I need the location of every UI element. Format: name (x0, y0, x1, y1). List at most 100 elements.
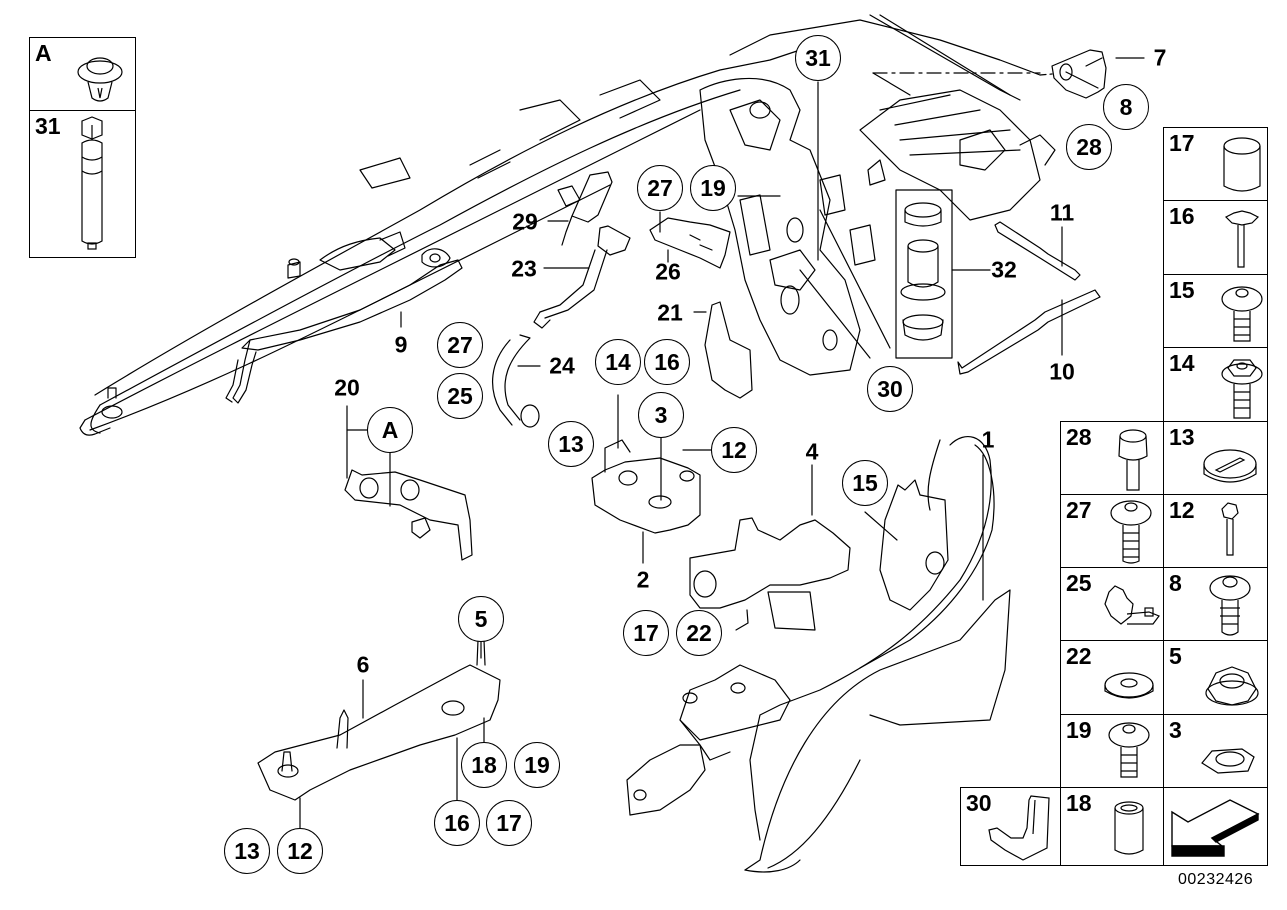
cap-icon (1203, 449, 1257, 483)
legend-cell-14: 14 (1163, 347, 1268, 422)
callout-circle-27: 27 (637, 165, 683, 211)
part-24-hose (492, 334, 541, 428)
legend-label: 12 (1169, 497, 1195, 523)
callout-9: 9 (394, 331, 408, 358)
callout-circle-13: 13 (548, 421, 594, 467)
callout-circle-19: 19 (690, 165, 736, 211)
callout-circle-15: 15 (842, 460, 888, 506)
legend-label: 8 (1169, 570, 1182, 596)
callout-circle-13b: 13 (224, 828, 270, 874)
callout-circle-8: 8 (1103, 84, 1149, 130)
legend-cell-30: 30 (960, 787, 1061, 866)
legend-cell-13: 13 (1163, 421, 1268, 495)
legend-cell-31: 31 (29, 110, 136, 258)
callout-4: 4 (805, 438, 819, 465)
leader-lines (737, 81, 819, 261)
legend-label: 18 (1066, 790, 1092, 816)
legend-cell-A: A (29, 37, 136, 111)
callout-7: 7 (1153, 44, 1167, 71)
part-11-strut (994, 221, 1081, 281)
callout-24: 24 (549, 352, 575, 379)
legend-cell-8: 8 (1163, 567, 1268, 641)
legend-cell-arrow (1163, 787, 1268, 866)
callout-circle-5: 5 (458, 596, 504, 642)
callout-circle-14: 14 (595, 339, 641, 385)
legend-cell-12: 12 (1163, 494, 1268, 568)
part-7-bracket (1051, 49, 1145, 99)
callout-23: 23 (511, 255, 537, 282)
screw-clip-icon (1224, 210, 1260, 268)
legend-label: 19 (1066, 717, 1092, 743)
legend-cell-25: 25 (1060, 567, 1164, 641)
callout-circle-3: 3 (638, 392, 684, 438)
legend-cell-17: 17 (1163, 127, 1268, 201)
callout-10: 10 (1049, 358, 1075, 385)
callout-circle-27b: 27 (437, 322, 483, 368)
callout-21: 21 (657, 299, 683, 326)
callout-6: 6 (356, 651, 370, 678)
callout-circle-16b: 16 (434, 800, 480, 846)
callout-20: 20 (334, 374, 360, 401)
callout-11: 11 (1049, 199, 1075, 226)
callout-2: 2 (636, 566, 650, 593)
callout-circle-12b: 12 (277, 828, 323, 874)
fillister-screw-icon (1221, 286, 1263, 342)
part-9-arm (225, 248, 463, 404)
spacer-sleeve-icon (1223, 137, 1261, 192)
legend-cell-22: 22 (1060, 640, 1164, 715)
hex-nut-collar-icon (1205, 666, 1259, 706)
callout-32: 32 (991, 256, 1017, 283)
bracket-clip-icon (988, 795, 1050, 861)
stud-icon (1118, 429, 1148, 491)
part-23-hose (533, 225, 631, 329)
legend-label: 14 (1169, 350, 1195, 376)
document-number: 00232426 (1178, 871, 1254, 888)
part-6-plate (257, 629, 501, 831)
callout-circle-30: 30 (867, 366, 913, 412)
part-26-bracket (649, 211, 731, 269)
callout-circle-31: 31 (795, 35, 841, 81)
legend-label: 3 (1169, 717, 1182, 743)
washer-icon (1104, 672, 1154, 699)
part-20-bracket (344, 405, 473, 561)
hex-nut-icon (1201, 748, 1255, 774)
hex-flange-bolt-icon (1221, 359, 1263, 419)
legend-label: 27 (1066, 497, 1092, 523)
callout-circle-12: 12 (711, 427, 757, 473)
hex-bolt-icon (1221, 502, 1239, 556)
callout-circle-25: 25 (437, 373, 483, 419)
clip-rivet-icon (77, 57, 123, 102)
part-1-frame (626, 436, 1011, 873)
callout-circle-A: A (367, 407, 413, 453)
callout-29: 29 (512, 208, 538, 235)
cable-holder-icon (1104, 585, 1160, 625)
part-10-strut (957, 289, 1101, 375)
direction-arrow-icon (1171, 799, 1260, 857)
legend-cell-16: 16 (1163, 200, 1268, 275)
callout-circle-19b: 19 (514, 742, 560, 788)
part-4-latch (689, 464, 851, 631)
legend-label: 16 (1169, 203, 1195, 229)
legend-label: 25 (1066, 570, 1092, 596)
part-29-sensor (547, 171, 613, 246)
callout-circle-17b: 17 (486, 800, 532, 846)
legend-cell-5: 5 (1163, 640, 1268, 715)
tapping-screw-icon (1209, 575, 1251, 636)
legend-cell-15: 15 (1163, 274, 1268, 348)
legend-cell-28: 28 (1060, 421, 1164, 495)
fillister-screw-icon (1110, 500, 1152, 564)
main-mechanism (699, 14, 1056, 376)
callout-circle-16: 16 (644, 339, 690, 385)
callout-circle-28: 28 (1066, 124, 1112, 170)
legend-label: 28 (1066, 424, 1092, 450)
legend-cell-18: 18 (1060, 787, 1164, 866)
callout-26: 26 (655, 258, 681, 285)
bolt-sleeve-icon (81, 116, 103, 250)
legend-label: 22 (1066, 643, 1092, 669)
legend-label: 13 (1169, 424, 1195, 450)
legend-label: 31 (35, 113, 61, 139)
part-2-block (591, 394, 713, 564)
legend-label: 30 (966, 790, 992, 816)
legend-label: 17 (1169, 130, 1195, 156)
